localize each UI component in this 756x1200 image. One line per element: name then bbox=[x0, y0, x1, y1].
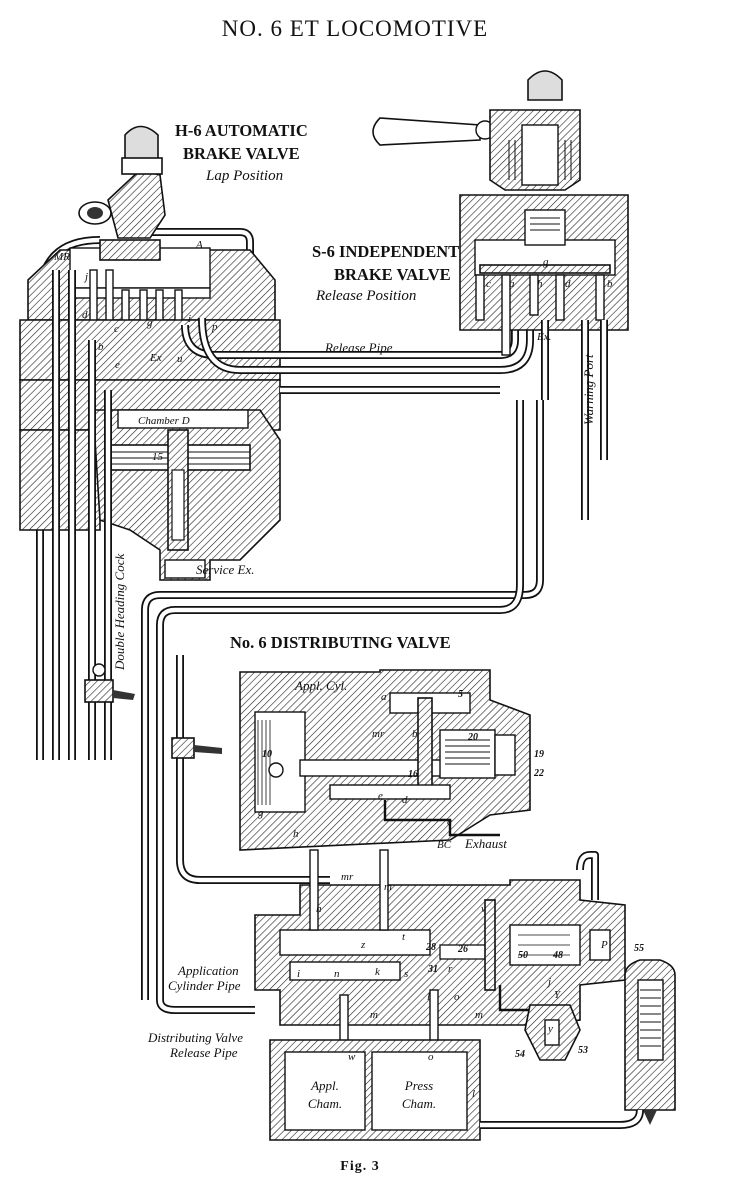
dist-part-31: 31 bbox=[427, 964, 438, 975]
independent-valve-name-1: S-6 INDEPENDENT bbox=[312, 242, 459, 261]
dist-port-e: e bbox=[378, 790, 383, 802]
port-i: i bbox=[188, 313, 191, 325]
release-pipe-label: Release Pipe bbox=[324, 340, 393, 355]
dist-port-m-3: m bbox=[475, 1009, 483, 1021]
dist-port-mr-2: mr bbox=[341, 871, 354, 883]
application-cylinder-pipe-label-1: Application bbox=[177, 963, 239, 978]
port-e: e bbox=[115, 359, 120, 371]
dist-port-P: P bbox=[600, 939, 608, 951]
dist-port-mr: mr bbox=[372, 728, 385, 740]
dist-part-19: 19 bbox=[534, 749, 544, 760]
dist-port-t: t bbox=[402, 931, 406, 943]
press-cham-label-1: Press bbox=[404, 1078, 433, 1093]
dist-port-m-2: m bbox=[370, 1009, 378, 1021]
dist-port-r: r bbox=[448, 963, 453, 975]
dist-port-v: v bbox=[481, 903, 486, 915]
port-d: d bbox=[82, 309, 88, 321]
dist-port-y: y bbox=[547, 1023, 553, 1035]
port-MR: MR bbox=[53, 251, 70, 263]
independent-valve-position: Release Position bbox=[315, 288, 416, 304]
dist-port-z: z bbox=[360, 939, 366, 951]
dist-part-53: 53 bbox=[578, 1045, 588, 1056]
port-p: p bbox=[211, 321, 218, 333]
dist-port-m: m bbox=[384, 881, 392, 893]
appl-cyl-label: Appl. Cyl. bbox=[294, 678, 347, 693]
dist-port-BC: BC bbox=[437, 839, 452, 851]
dist-port-h: h bbox=[293, 828, 299, 840]
chamber-d-label: Chamber D bbox=[138, 415, 190, 427]
dist-port-g: g bbox=[258, 807, 264, 819]
indep-port-d: d bbox=[565, 278, 571, 290]
dist-port-c: c bbox=[447, 816, 452, 828]
dist-port-Y: Y bbox=[554, 989, 562, 1001]
port-u: u bbox=[177, 353, 183, 365]
dist-port-s: s bbox=[404, 968, 408, 980]
indep-port-g: g bbox=[543, 256, 549, 268]
dist-port-l: l bbox=[427, 991, 430, 1003]
dist-port-d: d bbox=[402, 794, 408, 806]
port-j: j bbox=[83, 271, 88, 283]
dist-part-54: 54 bbox=[515, 1049, 525, 1060]
distributing-valve-name: No. 6 DISTRIBUTING VALVE bbox=[230, 633, 451, 652]
warning-port-label: Warning Port bbox=[581, 354, 596, 425]
dist-port-l-2: l bbox=[472, 1088, 475, 1100]
automatic-valve-position: Lap Position bbox=[205, 168, 283, 184]
independent-valve-name-2: BRAKE VALVE bbox=[334, 265, 451, 284]
double-heading-cock-label: Double Heading Cock bbox=[112, 554, 127, 671]
press-cham-label-2: Cham. bbox=[402, 1096, 436, 1111]
exhaust-label: Exhaust bbox=[464, 836, 507, 851]
automatic-brake-valve bbox=[19, 125, 534, 760]
dist-port-h-2: h bbox=[316, 903, 322, 915]
dist-part-48: 48 bbox=[552, 950, 563, 961]
port-c: c bbox=[114, 323, 119, 335]
dist-port-a: a bbox=[381, 691, 387, 703]
dist-port-n: n bbox=[334, 968, 340, 980]
indep-port-c: c bbox=[486, 278, 491, 290]
distributing-valve-release-pipe-label-1: Distributing Valve bbox=[147, 1030, 243, 1045]
port-b: b bbox=[98, 341, 104, 353]
dist-port-w: w bbox=[348, 1051, 356, 1063]
port-A: A bbox=[195, 239, 203, 251]
dist-part-26: 26 bbox=[457, 944, 468, 955]
indep-port-a: a bbox=[509, 278, 515, 290]
appl-cham-label-1: Appl. bbox=[310, 1078, 339, 1093]
indep-port-h: h bbox=[537, 278, 543, 290]
dist-port-j: j bbox=[546, 976, 551, 988]
dist-port-k: k bbox=[375, 966, 381, 978]
dist-part-16: 16 bbox=[408, 769, 418, 780]
dist-port-o-2: o bbox=[428, 1051, 434, 1063]
port-Ex: Ex bbox=[149, 352, 162, 364]
port-g: g bbox=[147, 317, 153, 329]
figure-caption: Fig. 3 bbox=[340, 1159, 379, 1174]
dist-part-22: 22 bbox=[533, 768, 544, 779]
dist-part-55: 55 bbox=[634, 943, 644, 954]
appl-cham-label-2: Cham. bbox=[308, 1096, 342, 1111]
indep-port-ex: Ex. bbox=[536, 331, 551, 343]
page-title: NO. 6 ET LOCOMOTIVE bbox=[222, 16, 488, 41]
distributing-valve bbox=[156, 655, 676, 1141]
dist-port-i: i bbox=[297, 968, 300, 980]
dist-part-28: 28 bbox=[425, 942, 436, 953]
automatic-valve-name-1: H-6 AUTOMATIC bbox=[175, 121, 308, 140]
dist-part-5: 5 bbox=[458, 689, 463, 700]
dist-part-20: 20 bbox=[467, 732, 478, 743]
dist-port-o: o bbox=[454, 991, 460, 1003]
application-cylinder-pipe-label-2: Cylinder Pipe bbox=[168, 978, 241, 993]
dist-port-b: b bbox=[412, 728, 418, 740]
indep-port-b: b bbox=[607, 278, 613, 290]
piston-15: 15 bbox=[152, 451, 164, 463]
dist-part-50: 50 bbox=[518, 950, 528, 961]
service-ex-label: Service Ex. bbox=[196, 562, 254, 577]
independent-brake-valve bbox=[141, 70, 629, 1000]
distributing-valve-release-pipe-label-2: Release Pipe bbox=[169, 1045, 238, 1060]
dist-part-10: 10 bbox=[262, 749, 272, 760]
automatic-valve-name-2: BRAKE VALVE bbox=[183, 144, 300, 163]
